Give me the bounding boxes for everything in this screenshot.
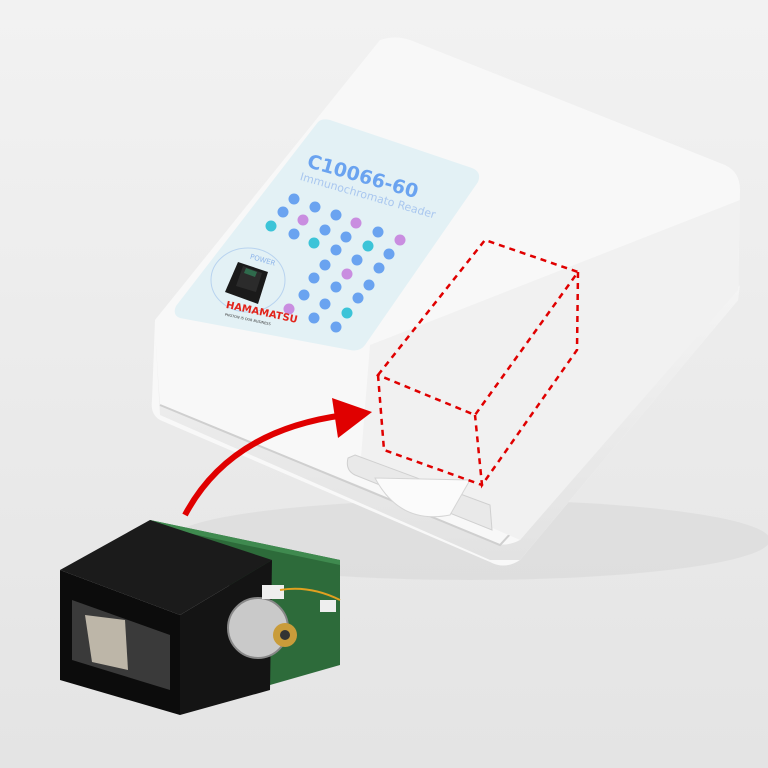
decorative-dot [319,259,331,271]
decorative-dot [330,209,342,221]
decorative-dot [288,228,300,240]
decorative-dot [288,193,300,205]
decorative-dot [319,224,331,236]
decorative-dot [309,201,321,213]
decorative-dot [363,279,375,291]
decorative-dot [265,220,277,232]
decorative-dot [341,307,353,319]
decorative-dots [265,193,406,333]
reader-module [60,520,341,715]
decorative-dot [341,268,353,280]
cassette-tray-handle [374,477,471,518]
decorative-dot [277,206,289,218]
decorative-dot [298,289,310,301]
decorative-dot [308,312,320,324]
decorative-dot [340,231,352,243]
decorative-dot [283,303,295,315]
decorative-dot [352,292,364,304]
power-ring [210,247,286,313]
decorative-dot [372,226,384,238]
decorative-dot [383,248,395,260]
decorative-dot [351,254,363,266]
decorative-dot [362,240,374,252]
decorative-dot [350,217,362,229]
decorative-dot [319,298,331,310]
dashed-box-icon [375,238,580,489]
decorative-dot [297,214,309,226]
decorative-dot [394,234,406,246]
decorative-dot [308,237,320,249]
decorative-dot [330,281,342,293]
decorative-dot [330,321,342,333]
label-panel: C10066-60 Immunochromato Reader POWER HA… [174,119,480,351]
decorative-dot [373,262,385,274]
curved-arrow-icon [182,398,372,517]
decorative-dot [308,272,320,284]
decorative-dot [330,244,342,256]
power-switch[interactable] [225,262,268,304]
